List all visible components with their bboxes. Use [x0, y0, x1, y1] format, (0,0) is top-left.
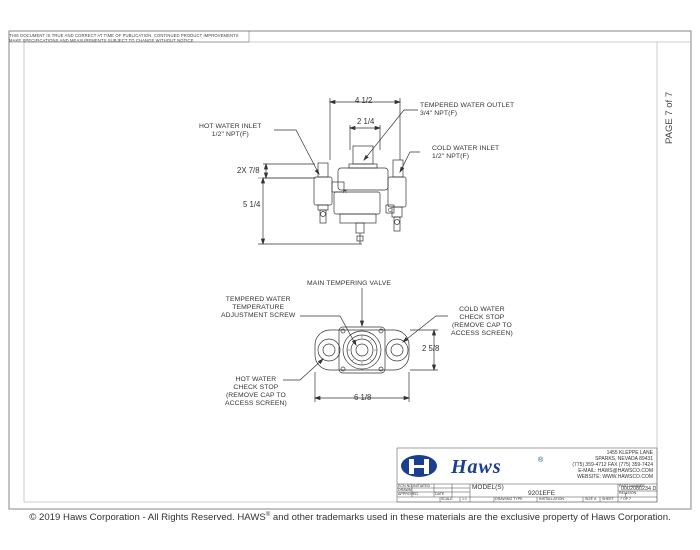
haws-logo-icon	[401, 455, 437, 477]
brand-wordmark: Haws	[451, 456, 502, 478]
size-value: A	[594, 497, 597, 501]
sheet-label: SHEET	[602, 497, 614, 501]
callout-hot-stop-line-2: CHECK STOP	[233, 384, 279, 391]
callout-cold-stop-line-4: ACCESS SCREEN)	[451, 330, 513, 337]
address-line-5: WEBSITE: WWW.HAWSCO.COM	[577, 474, 653, 480]
dim-top-width: 6 1/8	[354, 393, 372, 402]
footer-copyright-rest: and other trademarks used in these mater…	[270, 512, 671, 524]
callout-hot-stop-line-3: (REMOVE CAP TO	[225, 392, 286, 399]
address-line-2: SPARKS, NEVADA 89431	[595, 456, 653, 462]
callout-cold-stop-line-1: COLD WATER	[459, 306, 505, 313]
disclaimer-line-1: THIS DOCUMENT IS TRUE AND CORRECT AT TIM…	[9, 33, 239, 38]
callout-tempered-line-2: 3/4" NPT(F)	[420, 110, 458, 117]
dim-center-width: 2 1/4	[357, 117, 375, 126]
callout-main-tempering-valve: MAIN TEMPERING VALVE	[307, 280, 391, 287]
drawing-type-value: INSTALLATION	[539, 497, 565, 501]
outer-border	[8, 30, 692, 510]
callout-tempered-line-1: TEMPERED WATER OUTLET	[420, 102, 515, 109]
callout-adjust-line-3: ADJUSTMENT SCREW	[221, 312, 296, 319]
callout-cold-stop-line-2: CHECK STOP	[459, 314, 505, 321]
dim-overall-height: 5 1/4	[243, 200, 261, 209]
model-value: 9201EFE	[528, 490, 556, 497]
ecn-label: ECN NO.	[398, 484, 413, 488]
callout-cold-stop-line-3: (REMOVE CAP TO	[451, 322, 512, 329]
part-number-label: PART NUMBER	[619, 484, 645, 488]
callout-hot-stop-line-1: HOT WATER	[235, 376, 277, 383]
mark-hot: H	[343, 189, 347, 195]
size-label: SIZE	[585, 497, 593, 501]
callout-cold-water-inlet: COLD WATER INLET 1/2" NPT(F)	[432, 145, 499, 161]
drawing-type-label: DRAWING TYPE	[495, 497, 523, 501]
callout-cold-check-stop: COLD WATER CHECK STOP (REMOVE CAP TO ACC…	[451, 306, 513, 338]
scale-value: 1:1	[462, 497, 467, 501]
top-view	[283, 288, 448, 402]
address-line-4: E-MAIL: HAWS@HAWSCO.COM	[578, 468, 653, 474]
company-address: 1455 KLEPPE LANE SPARKS, NEVADA 89431 (7…	[560, 450, 653, 480]
callout-hot-stop-line-4: ACCESS SCREEN)	[225, 400, 287, 407]
callout-hot-water-inlet: HOT WATER INLET 1/2" NPT(F)	[199, 123, 262, 139]
callout-tempered-water-outlet: TEMPERED WATER OUTLET 3/4" NPT(F)	[420, 102, 514, 118]
callout-hot-check-stop: HOT WATER CHECK STOP (REMOVE CAP TO ACCE…	[225, 376, 287, 408]
page-label: PAGE 7 of 7	[664, 91, 675, 145]
side-view	[258, 98, 420, 246]
sheet-value: 7 OF 7	[620, 497, 631, 501]
revision-value: 7	[624, 493, 627, 499]
inner-border	[23, 41, 658, 503]
drawn-label: DRAWN	[398, 488, 412, 492]
footer-copyright-main: © 2019 Haws Corporation - All Rights Res…	[29, 512, 266, 524]
part-number-value: 0002080234 D	[621, 486, 657, 492]
model-label: MODEL(S)	[472, 484, 504, 491]
callout-hot-inlet-line-2: 1/2" NPT(F)	[211, 131, 249, 138]
callout-adjustment-screw: TEMPERED WATER TEMPERATURE ADJUSTMENT SC…	[221, 296, 295, 320]
footer-copyright: © 2019 Haws Corporation - All Rights Res…	[0, 512, 700, 523]
disclaimer-line-2: MAKE SPECIFICATIONS AND MEASUREMENTS SUB…	[9, 38, 195, 43]
disclaimer-text: THIS DOCUMENT IS TRUE AND CORRECT AT TIM…	[9, 33, 249, 43]
scale-label: SCALE	[441, 497, 453, 501]
dim-top-height: 2 5/8	[422, 344, 440, 353]
ecn-value: INITIATED	[413, 484, 431, 488]
address-line-1: 1455 KLEPPE LANE	[606, 450, 653, 456]
title-block	[396, 447, 658, 503]
callout-adjust-line-1: TEMPERED WATER	[225, 296, 291, 303]
brand-registered: ®	[538, 457, 544, 464]
callout-adjust-line-2: TEMPERATURE	[232, 304, 285, 311]
approved-label: APPROVED	[398, 492, 418, 496]
footer-registered-mark: ®	[265, 512, 271, 518]
revision-label: REVISION	[619, 491, 637, 495]
callout-cold-inlet-line-1: COLD WATER INLET	[432, 145, 500, 152]
address-line-3: (775) 359-4712 FAX (775) 359-7424	[572, 462, 653, 468]
date-label: DATE	[435, 492, 445, 496]
dim-overall-width: 4 1/2	[355, 96, 373, 105]
callout-cold-inlet-line-2: 1/2" NPT(F)	[432, 153, 470, 160]
callout-hot-inlet-line-1: HOT WATER INLET	[199, 123, 262, 130]
mark-cold: C	[388, 208, 392, 214]
dim-inlet-offset: 2X 7/8	[237, 166, 260, 175]
